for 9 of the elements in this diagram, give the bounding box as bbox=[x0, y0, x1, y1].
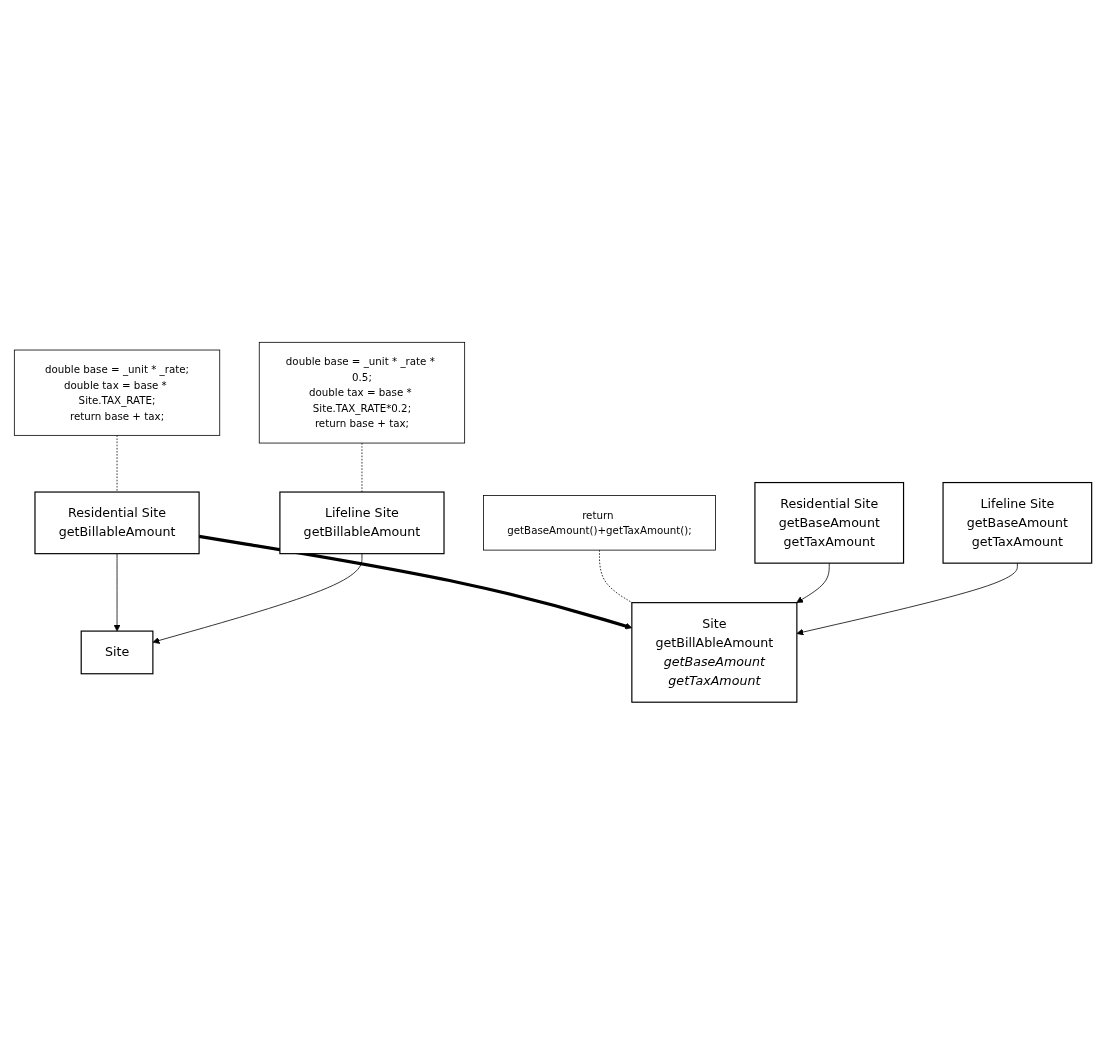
node-box: Site getBillAbleAmount getBaseAmount getTaxAmount bbox=[631, 602, 798, 704]
node-box: double base = _unit * _rate; double tax = base * Site.TAX_RATE; return base + tax; bbox=[13, 349, 221, 436]
node-box: Site bbox=[80, 630, 154, 675]
node-box: Lifeline Site getBillableAmount bbox=[279, 491, 445, 555]
node-box: Residential Site getBillableAmount bbox=[34, 491, 200, 555]
node-box: Residential Site getBaseAmount getTaxAmount bbox=[754, 482, 905, 564]
node-box: Lifeline Site getBaseAmount getTaxAmount bbox=[942, 482, 1093, 564]
node-box: return getBaseAmount()+getTaxAmount(); bbox=[483, 495, 716, 551]
node-box: double base = _unit * _rate * 0.5; double tax = base * Site.TAX_RATE*0.2; return base + tax; bbox=[258, 342, 466, 444]
